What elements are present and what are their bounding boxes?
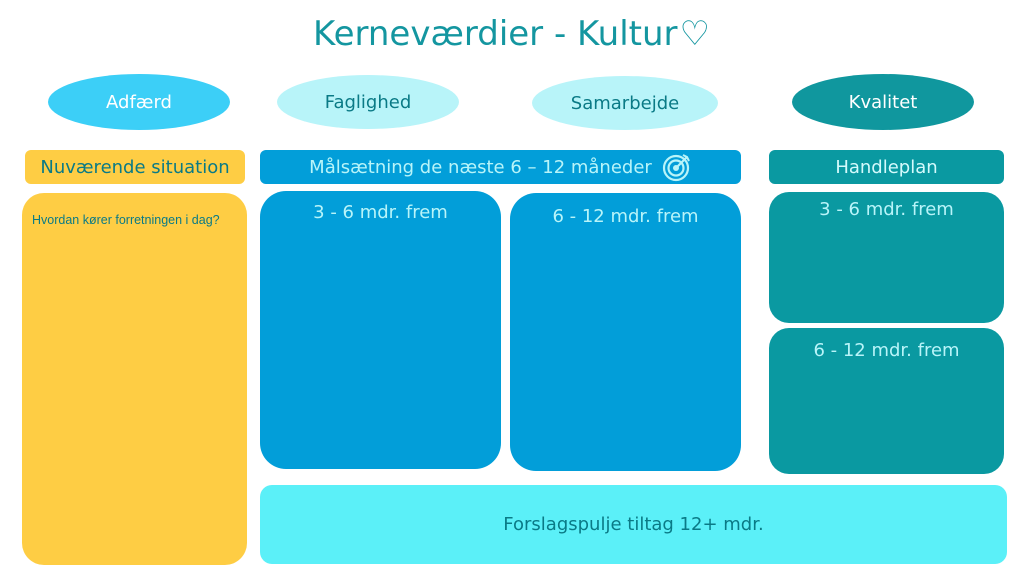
current-situation-panel: Hvordan kører forretningen i dag? [22,193,247,565]
current-situation-header: Nuværende situation [25,150,245,184]
suggestion-pool-panel: Forslagspulje tiltag 12+ mdr. [260,485,1007,564]
plan-panel-6-12-label: 6 - 12 mdr. frem [813,340,960,361]
value-label: Adfærd [106,91,172,113]
plan-panel-3-6-label: 3 - 6 mdr. frem [819,199,954,220]
heart-icon: ♡ [679,14,710,54]
current-situation-label: Nuværende situation [40,156,230,178]
value-faglighed: Faglighed [277,75,459,129]
goals-panel-3-6-label: 3 - 6 mdr. frem [313,202,448,223]
suggestion-pool-label: Forslagspulje tiltag 12+ mdr. [503,514,764,535]
plan-panel-6-12: 6 - 12 mdr. frem [769,328,1004,474]
value-label: Kvalitet [848,91,918,113]
plan-header-label: Handleplan [835,156,938,178]
value-label: Samarbejde [570,92,680,114]
plan-panel-3-6: 3 - 6 mdr. frem [769,192,1004,323]
plan-header: Handleplan [769,150,1004,184]
value-samarbejde: Samarbejde [532,76,718,130]
goals-panel-3-6: 3 - 6 mdr. frem [260,191,501,469]
goals-header: Målsætning de næste 6 – 12 måneder [260,150,741,184]
goals-header-label: Målsætning de næste 6 – 12 måneder [309,156,652,178]
page-title: Kerneværdier - Kultur♡ [0,14,1023,54]
goals-panel-6-12: 6 - 12 mdr. frem [510,193,741,471]
value-kvalitet: Kvalitet [792,74,974,130]
goals-panel-6-12-label: 6 - 12 mdr. frem [552,206,699,227]
value-label: Faglighed [324,91,412,113]
title-text: Kerneværdier - Kultur [312,14,678,54]
value-adfaerd: Adfærd [48,74,230,130]
current-question: Hvordan kører forretningen i dag? [32,213,220,227]
target-icon [662,154,690,182]
